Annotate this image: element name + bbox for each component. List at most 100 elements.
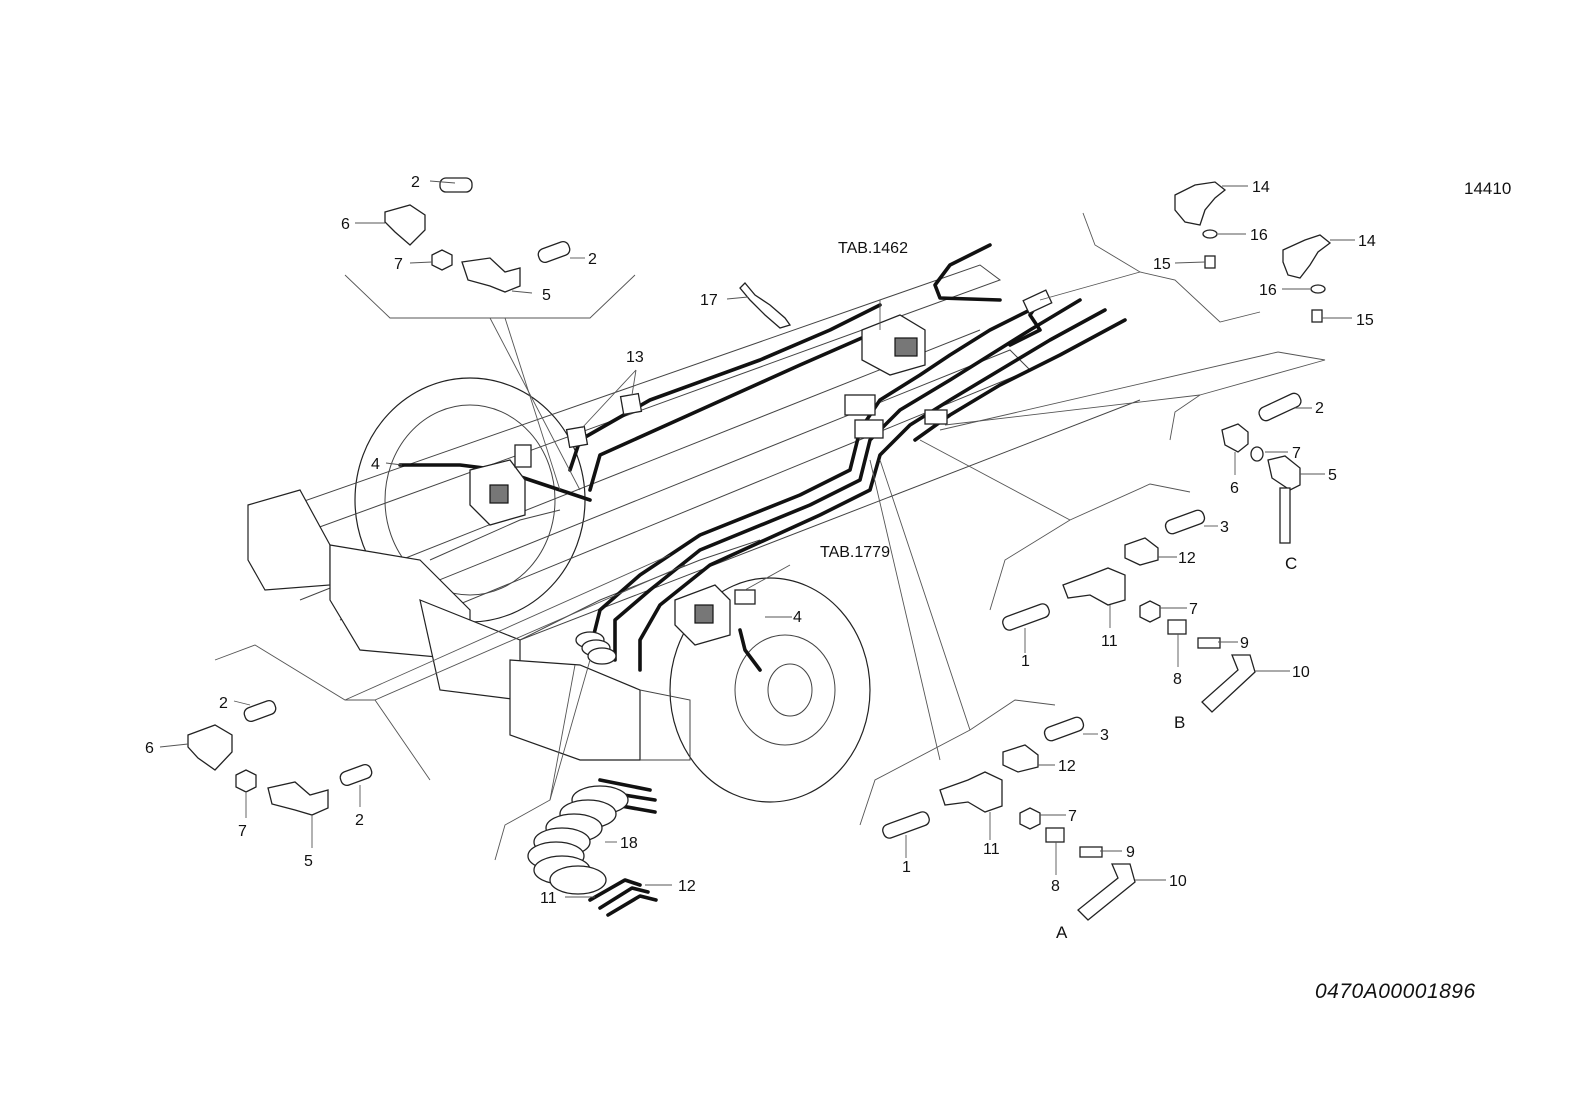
pipe-junction-upper	[844, 394, 948, 439]
hex-nut	[1139, 600, 1161, 623]
frame-components	[469, 289, 1053, 665]
front-brake-cylinder	[674, 584, 756, 646]
hose-piece	[243, 699, 277, 723]
hose-piece	[1043, 716, 1085, 742]
callout-1: 1	[902, 859, 911, 876]
detail-label-a: A	[1056, 923, 1068, 942]
callout-7: 7	[238, 823, 247, 840]
load-sensing-valve	[861, 314, 926, 376]
plate-pad	[619, 392, 643, 416]
bolt	[1311, 309, 1323, 323]
callout-16: 16	[1250, 227, 1268, 244]
detail-label-b: B	[1174, 713, 1185, 732]
callout-12: 12	[678, 878, 696, 895]
callout-15: 15	[1153, 256, 1171, 273]
bleed-screw	[1079, 846, 1103, 858]
hose-piece	[439, 177, 473, 193]
callout-5: 5	[304, 853, 313, 870]
callout-11: 11	[983, 841, 1000, 858]
callout-8: 8	[1051, 878, 1060, 895]
callout-11: 11	[1101, 633, 1118, 650]
drawing-code: 0470A00001896	[1315, 980, 1476, 1003]
callout-2: 2	[411, 174, 420, 191]
chassis-frame	[247, 264, 1141, 803]
callout-3: 3	[1220, 519, 1229, 536]
pipe-clip	[1022, 289, 1053, 315]
callout-17: 17	[700, 292, 718, 309]
callout-2: 2	[1315, 400, 1324, 417]
callout-14: 14	[1358, 233, 1376, 250]
banjo-bolt	[1045, 827, 1065, 843]
callout-2: 2	[219, 695, 228, 712]
coil-spring-hose	[575, 631, 617, 665]
pipe-end	[1279, 487, 1291, 544]
callout-5: 5	[1328, 467, 1337, 484]
hose-piece	[537, 240, 571, 264]
tee-fitting	[939, 771, 1003, 813]
washer	[1202, 229, 1218, 239]
callout-8: 8	[1173, 671, 1182, 688]
callout-11: 11	[540, 890, 557, 907]
detail-a: 3 12 1 11 7 9 8 10 A	[882, 716, 1187, 942]
callout-3: 3	[1100, 727, 1109, 744]
hex-nut	[1250, 446, 1264, 462]
hex-nut	[1019, 807, 1041, 830]
p-clamp	[1174, 181, 1227, 226]
hex-nut	[235, 769, 257, 793]
callout-2: 2	[355, 812, 364, 829]
union-fitting	[267, 781, 329, 816]
hose-piece	[1164, 509, 1206, 535]
callout-15: 15	[1356, 312, 1374, 329]
union-fitting	[461, 257, 521, 293]
callout-6: 6	[145, 740, 154, 757]
hose-piece	[1258, 392, 1302, 422]
hex-nut	[431, 249, 453, 271]
callout-12: 12	[1058, 758, 1076, 775]
callout-7: 7	[1292, 445, 1301, 462]
bolt	[1204, 255, 1216, 269]
banjo-union	[1077, 863, 1136, 921]
callout-7: 7	[394, 256, 403, 273]
callout-10: 10	[1169, 873, 1187, 890]
callout-9: 9	[1240, 635, 1249, 652]
callout-6: 6	[341, 216, 350, 233]
callout-7: 7	[1068, 808, 1077, 825]
bleed-screw	[1197, 637, 1221, 649]
parts-group-center: 17 13 4 4 TAB.1462 TAB.1779	[371, 240, 908, 626]
parts-group-coil: 18 11 12	[527, 778, 696, 917]
hose-piece	[882, 811, 930, 839]
ref-tab-1779: TAB.1779	[820, 544, 890, 561]
detail-label-c: C	[1285, 554, 1297, 573]
callout-9: 9	[1126, 844, 1135, 861]
guide-lines	[214, 212, 1326, 861]
coil-spring-hose	[527, 785, 629, 895]
hose-piece	[1002, 603, 1050, 631]
banjo-bolt	[1167, 619, 1187, 635]
union-fitting	[1267, 455, 1301, 491]
parts-group-bottom-left: 2 6 7 5 2	[145, 695, 373, 870]
rear-brake-cylinder	[469, 444, 532, 526]
plate-pad	[565, 425, 589, 449]
banjo-union	[1201, 654, 1256, 713]
callout-7: 7	[1189, 601, 1198, 618]
callout-16: 16	[1259, 282, 1277, 299]
elbow-fitting	[384, 204, 426, 246]
adapter-fitting	[1002, 744, 1039, 773]
parts-group-top-left: 2 6 7 2 5	[341, 174, 597, 304]
callout-1: 1	[1021, 653, 1030, 670]
callout-4: 4	[371, 456, 380, 473]
elbow-fitting	[1221, 423, 1249, 453]
detail-c: 2 6 7 5 C	[1221, 392, 1337, 573]
callout-12: 12	[1178, 550, 1196, 567]
callout-13: 13	[626, 349, 644, 366]
adapter-fitting	[1124, 537, 1159, 566]
callout-10: 10	[1292, 664, 1310, 681]
brake-pipe-harness	[398, 243, 1127, 672]
tee-fitting	[1062, 567, 1126, 606]
callout-6: 6	[1230, 480, 1239, 497]
callout-4: 4	[793, 609, 802, 626]
callout-5: 5	[542, 287, 551, 304]
figure-number: 14410	[1464, 179, 1511, 198]
ref-tab-1462: TAB.1462	[838, 240, 908, 257]
